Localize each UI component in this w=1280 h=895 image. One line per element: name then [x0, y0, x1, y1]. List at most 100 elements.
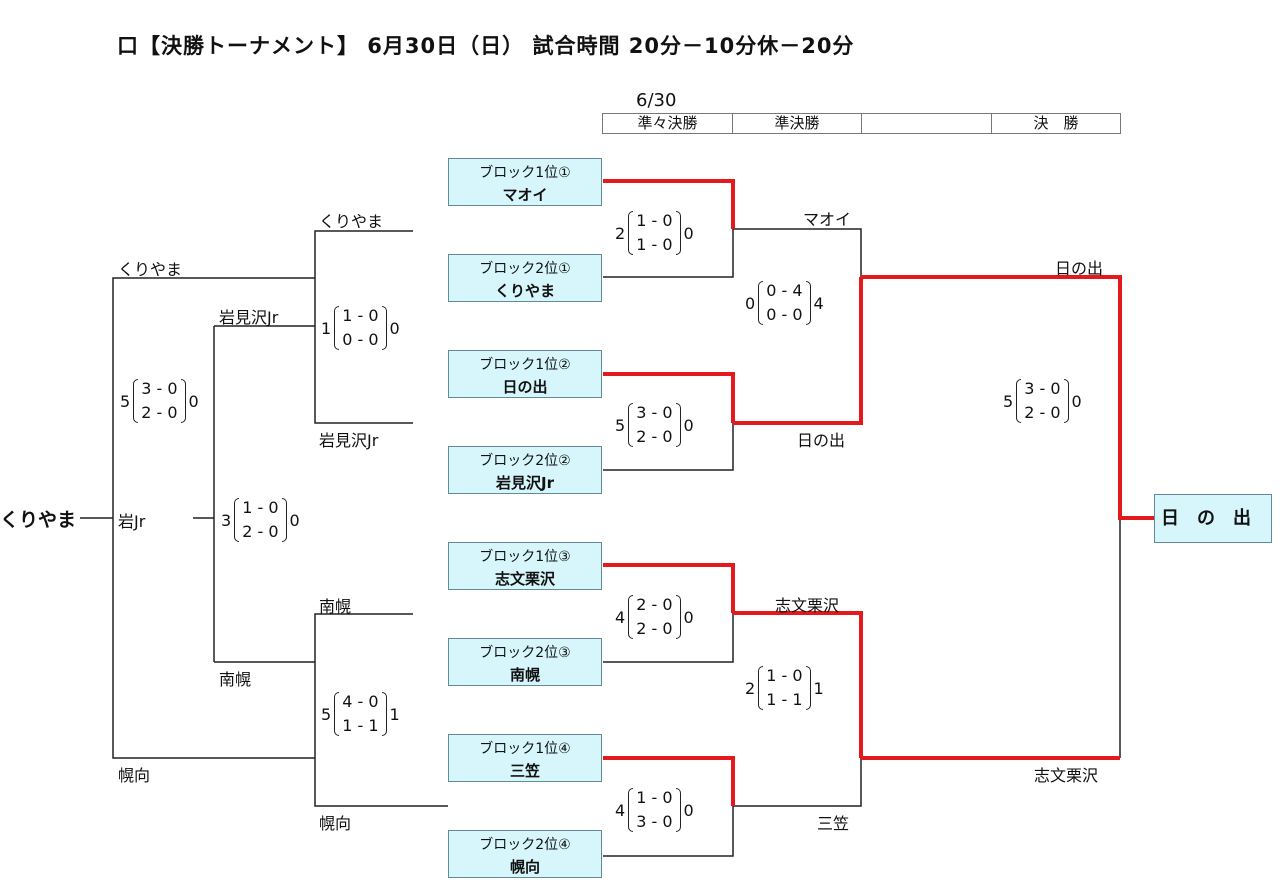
- score-half-2: 1 - 1: [766, 690, 803, 709]
- qf2-line: [603, 423, 734, 471]
- entry-seed: ブロック1位②: [479, 357, 571, 373]
- left-r2-top-label: くりやま: [118, 260, 183, 279]
- final-win: [861, 275, 1154, 520]
- left-r1b-line: [314, 613, 448, 807]
- score-half-2: 2 - 0: [636, 427, 673, 446]
- score-half-1: 1 - 0: [636, 211, 673, 230]
- left-semi-winner-label: 岩Jr: [118, 512, 146, 531]
- round-date: 6/30: [636, 90, 677, 111]
- score-right: 0: [683, 415, 694, 435]
- score-right: 0: [683, 800, 694, 820]
- sf1-line: [733, 228, 862, 277]
- left-r1-winner-label: 南幌: [219, 670, 252, 689]
- left-r2-bottom-label: 幌向: [118, 766, 151, 785]
- score-right: 0: [389, 318, 400, 338]
- entry-team: 幌向: [509, 858, 540, 876]
- entry-box-6: ブロック2位③ 南幌: [448, 638, 602, 686]
- score-left: 5: [321, 704, 332, 724]
- score-half-2: 2 - 0: [1024, 403, 1061, 422]
- score-half-1: 1 - 0: [342, 306, 379, 325]
- score-right: 4: [813, 293, 824, 313]
- score-right: 0: [188, 391, 199, 411]
- qf4-win: [603, 756, 735, 806]
- entry-team: 岩見沢Jr: [496, 474, 554, 492]
- score-right: 0: [683, 223, 694, 243]
- entry-team: 志文栗沢: [494, 570, 555, 588]
- left-r1a-score: 1 1 - 0 0 - 0 0: [318, 304, 403, 352]
- left-entry-label: くりやま: [319, 212, 384, 231]
- qf1-winner-label: マオイ: [803, 210, 852, 229]
- entry-seed: ブロック2位③: [479, 645, 571, 661]
- score-half-1: 3 - 0: [1024, 379, 1061, 398]
- score-half-2: 0 - 0: [342, 330, 379, 349]
- score-half-1: 3 - 0: [141, 379, 178, 398]
- score-half-2: 2 - 0: [242, 522, 279, 541]
- entry-box-4: ブロック2位② 岩見沢Jr: [448, 446, 602, 494]
- qf4-line: [603, 806, 734, 857]
- qf2-winner-label: 日の出: [797, 431, 846, 450]
- left-champion-label: くりやま: [0, 509, 77, 531]
- sf1-winner-label: 日の出: [1055, 259, 1104, 278]
- score-half-2: 1 - 0: [636, 235, 673, 254]
- score-left: 4: [615, 800, 626, 820]
- score-half-1: 1 - 0: [766, 666, 803, 685]
- round-semifinal-label: 準決勝: [733, 114, 862, 133]
- left-r1-winner-label: 岩見沢Jr: [219, 308, 279, 327]
- score-left: 2: [615, 223, 626, 243]
- left-entry-label: 南幌: [319, 597, 352, 616]
- entry-box-2: ブロック2位① くりやま: [448, 254, 602, 302]
- final-score: 5 3 - 0 2 - 0 0: [1000, 377, 1085, 425]
- round-header: 準々決勝 準決勝 決 勝: [602, 113, 1121, 134]
- left-r1a-line: [314, 230, 413, 424]
- qf3-win: [603, 563, 735, 613]
- entry-seed: ブロック1位③: [479, 549, 571, 565]
- entry-seed: ブロック2位①: [479, 261, 571, 277]
- entry-seed: ブロック1位④: [479, 741, 571, 757]
- score-half-1: 2 - 0: [636, 595, 673, 614]
- score-right: 1: [813, 678, 824, 698]
- entry-team: マオイ: [502, 186, 548, 204]
- score-half-1: 1 - 0: [242, 498, 279, 517]
- entry-seed: ブロック2位④: [479, 837, 571, 853]
- score-half-2: 1 - 1: [342, 716, 379, 735]
- round-blank-label: [862, 114, 992, 133]
- qf4-winner-label: 三笠: [817, 814, 850, 833]
- round-quarterfinal-label: 準々決勝: [603, 114, 733, 133]
- score-half-1: 1 - 0: [636, 788, 673, 807]
- score-half-1: 4 - 0: [342, 692, 379, 711]
- entry-team: くりやま: [494, 282, 555, 300]
- left-entry-label: 岩見沢Jr: [319, 431, 379, 450]
- entry-team: 南幌: [509, 666, 540, 684]
- entry-box-7: ブロック1位④ 三笠: [448, 734, 602, 782]
- champion-box: 日の出: [1154, 494, 1272, 543]
- entry-box-5: ブロック1位③ 志文栗沢: [448, 542, 602, 590]
- round-final-label: 決 勝: [1033, 114, 1079, 132]
- score-left: 3: [221, 510, 232, 530]
- entry-seed: ブロック1位①: [479, 165, 571, 181]
- page-title: 口【決勝トーナメント】 6月30日（日） 試合時間 20分－10分休－20分: [117, 34, 855, 58]
- sf2-line: [733, 758, 862, 807]
- entry-box-3: ブロック1位② 日の出: [448, 350, 602, 398]
- qf3-line: [603, 613, 734, 663]
- entry-team: 三笠: [509, 762, 540, 780]
- score-right: 0: [683, 607, 694, 627]
- entry-team: 日の出: [502, 378, 548, 396]
- qf1-line: [603, 229, 734, 278]
- score-half-2: 2 - 0: [141, 403, 178, 422]
- score-left: 5: [1003, 391, 1014, 411]
- score-half-1: 0 - 4: [766, 281, 803, 300]
- score-right: 0: [1071, 391, 1082, 411]
- score-left: 1: [321, 318, 332, 338]
- entry-seed: ブロック2位②: [479, 453, 571, 469]
- score-half-2: 2 - 0: [636, 619, 673, 638]
- qf3-winner-label: 志文栗沢: [775, 596, 840, 615]
